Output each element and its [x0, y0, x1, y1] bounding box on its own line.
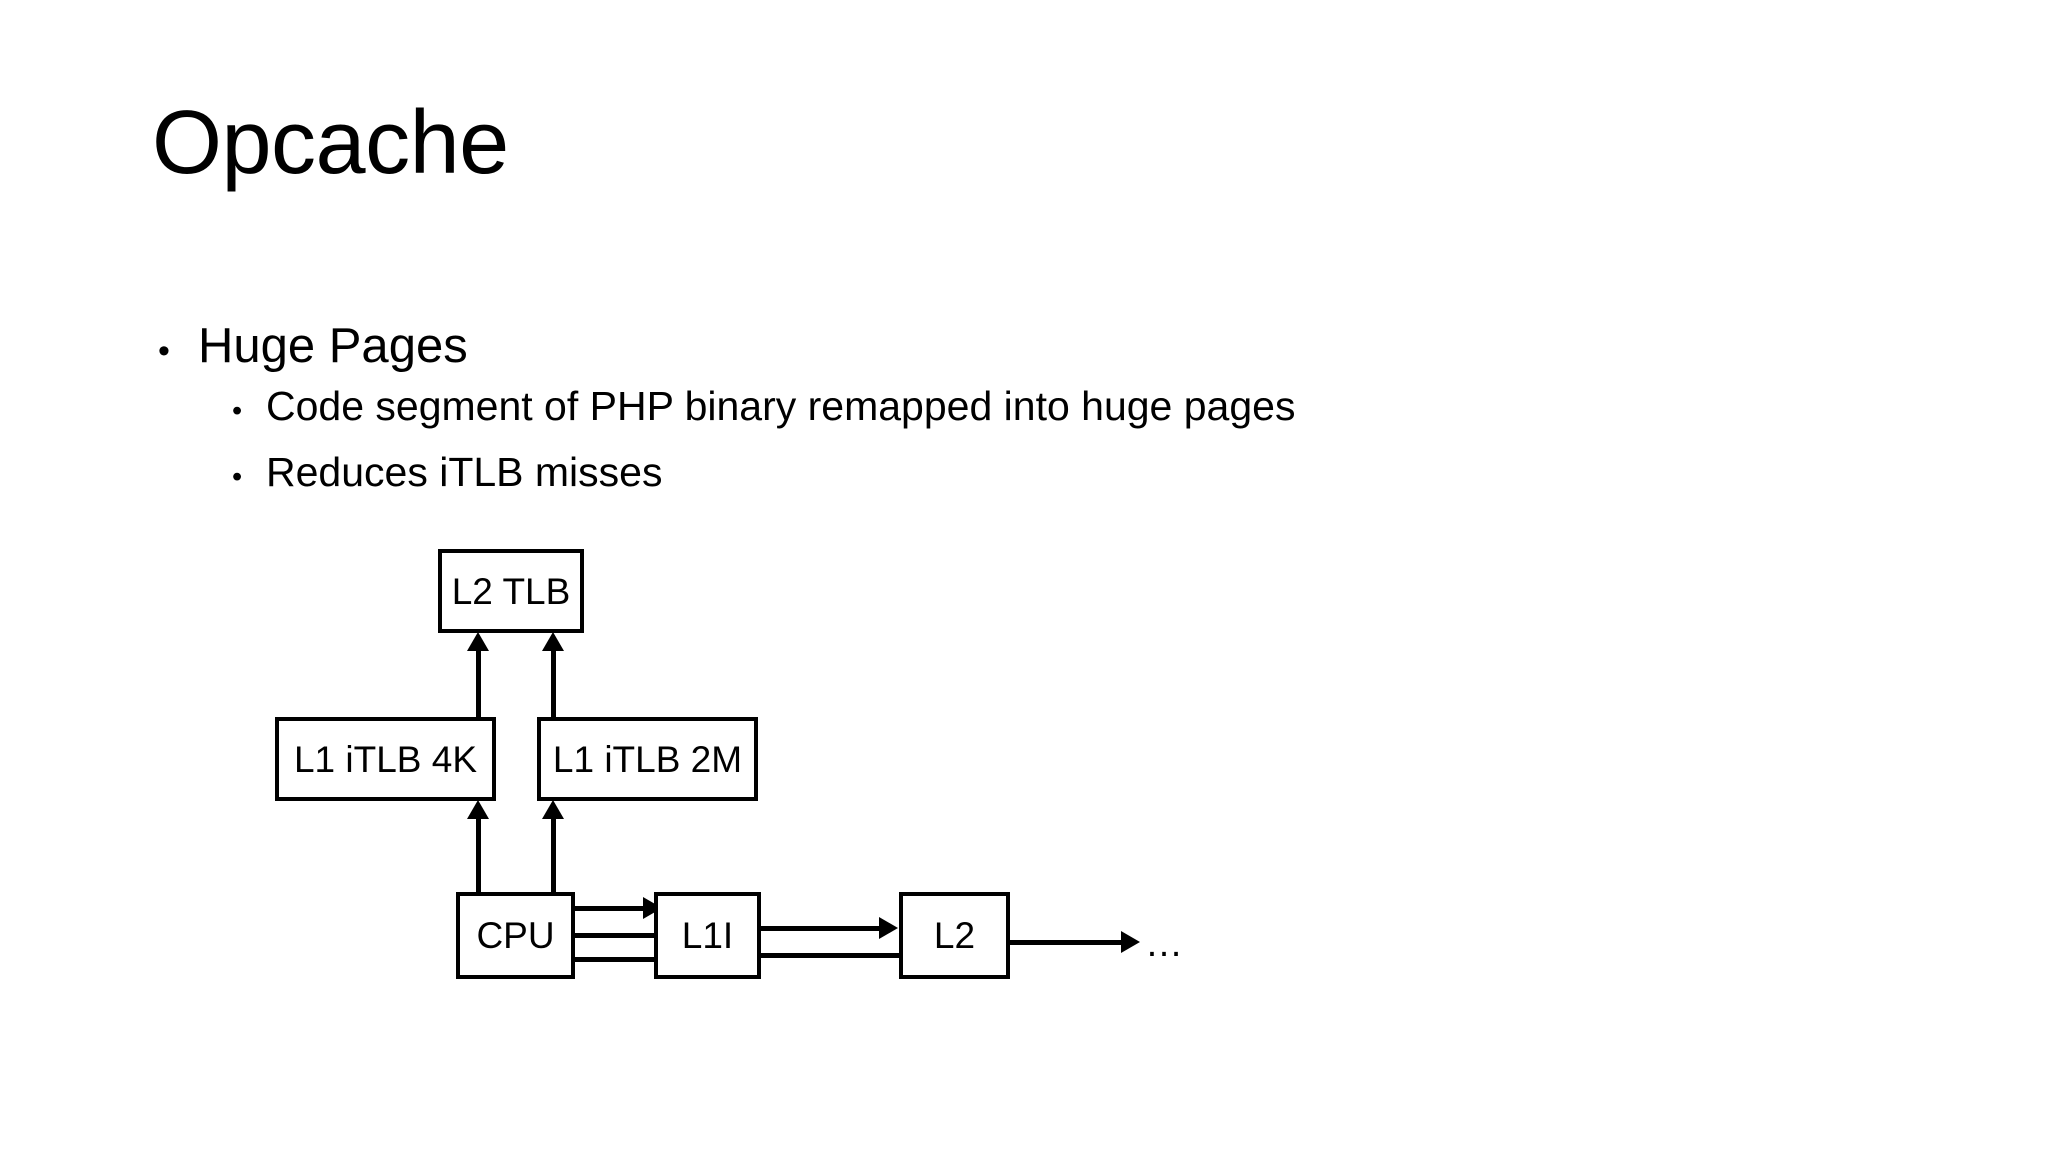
- bullet-text: Huge Pages: [198, 319, 468, 373]
- arrow-right-icon: [879, 917, 898, 939]
- diagram-ellipsis: …: [1145, 923, 1183, 965]
- diagram-box-label: L1 iTLB 4K: [293, 738, 478, 780]
- bullet-huge-pages: • Huge Pages: [158, 322, 468, 371]
- connector-l2-to-memory: [1010, 940, 1123, 945]
- diagram-box-l1i: L1I: [654, 892, 761, 979]
- diagram-box-l2: L2: [899, 892, 1010, 979]
- connector-cpu-to-l1i-line-3: [575, 957, 655, 962]
- sub-bullet-text: Reduces iTLB misses: [266, 449, 663, 495]
- arrow-up-icon: [542, 632, 564, 651]
- arrow-up-icon: [467, 800, 489, 819]
- diagram-box-label: L2 TLB: [451, 570, 571, 612]
- connector-cpu-to-l1-itlb-2m: [551, 806, 556, 894]
- connector-cpu-to-l1-itlb-4k: [476, 806, 481, 894]
- bullet-marker-icon: •: [158, 332, 170, 370]
- connector-cpu-to-l1i-request: [575, 906, 650, 911]
- diagram-box-label: L1 iTLB 2M: [552, 738, 743, 780]
- arrow-up-icon: [467, 632, 489, 651]
- connector-l1-itlb-2m-to-l2-tlb: [551, 638, 556, 718]
- bullet-marker-icon: •: [232, 395, 243, 427]
- sub-bullet-itlb-misses: • Reduces iTLB misses: [232, 452, 662, 493]
- connector-l1i-to-l2-line-2: [760, 953, 900, 958]
- connector-cpu-to-l1i-line-2: [575, 933, 655, 938]
- sub-bullet-text: Code segment of PHP binary remapped into…: [266, 383, 1296, 429]
- sub-bullet-code-segment: • Code segment of PHP binary remapped in…: [232, 386, 1295, 427]
- diagram-box-l2-tlb: L2 TLB: [438, 549, 584, 633]
- diagram-box-label: CPU: [476, 915, 555, 956]
- diagram-box-l1-itlb-2m: L1 iTLB 2M: [537, 717, 758, 801]
- page-title: Opcache: [152, 93, 509, 193]
- arrow-up-icon: [542, 800, 564, 819]
- diagram-box-l1-itlb-4k: L1 iTLB 4K: [275, 717, 496, 801]
- arrow-right-icon: [1121, 931, 1140, 953]
- connector-l1-itlb-4k-to-l2-tlb: [476, 638, 481, 718]
- diagram-box-cpu: CPU: [456, 892, 575, 979]
- bullet-marker-icon: •: [232, 461, 243, 493]
- connector-l1i-to-l2-request: [760, 926, 880, 931]
- diagram-box-label: L1I: [681, 915, 734, 956]
- diagram-box-label: L2: [933, 915, 976, 956]
